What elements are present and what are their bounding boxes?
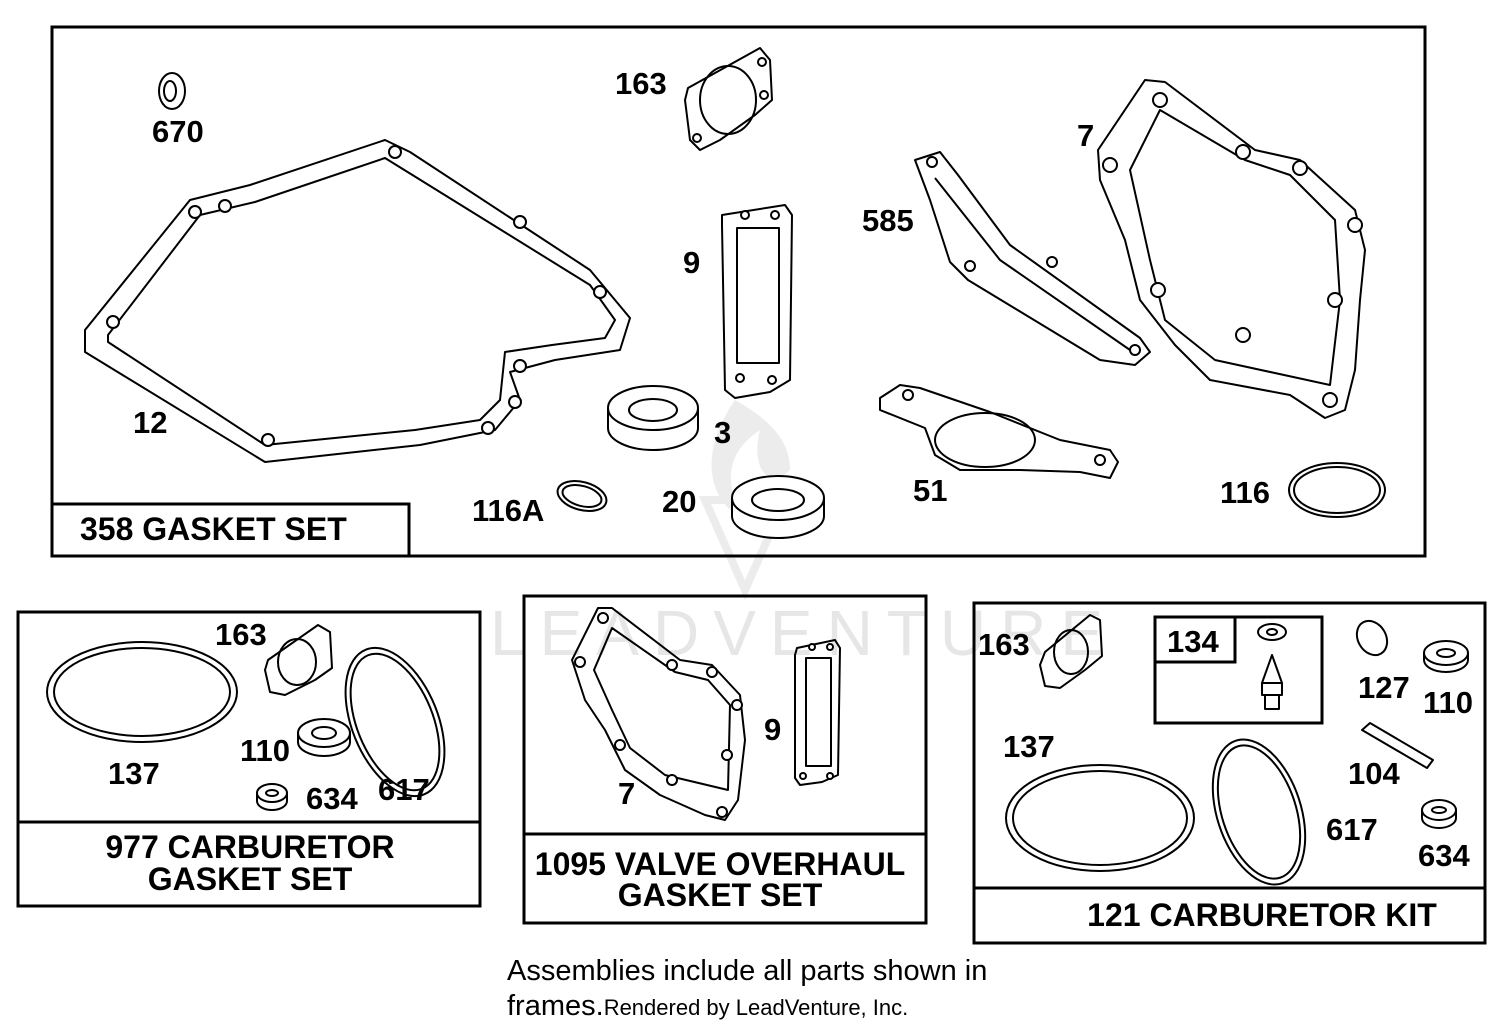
- label-116A: 116A: [472, 493, 544, 528]
- valve-overhaul-frame: 1095 VALVE OVERHAUL GASKET SET: [522, 594, 928, 925]
- part-617-ring: [344, 646, 446, 798]
- carb-kit-title: 121 CARBURETOR KIT: [1087, 897, 1437, 933]
- label-k110: 110: [1423, 685, 1473, 720]
- label-c634: 634: [306, 781, 358, 816]
- label-v9: 9: [764, 712, 781, 747]
- label-3: 3: [714, 415, 731, 450]
- note-line1: Assemblies include all parts shown in: [507, 955, 988, 987]
- part-585-intake-gasket: [914, 151, 1151, 366]
- part-137-ring: [46, 641, 238, 743]
- part-110-kit-washer: [1423, 640, 1469, 673]
- carb-gasket-set-title-line2: GASKET SET: [148, 861, 353, 897]
- label-c110: 110: [240, 733, 290, 768]
- carb-gasket-set-title-line1: 977 CARBURETOR: [105, 829, 394, 865]
- carb-kit-sub-box-label: 134: [1167, 624, 1219, 659]
- part-20-oil-seal: [731, 475, 825, 539]
- part-9-breather-gasket: [721, 204, 793, 399]
- rendered-by-credit: Rendered by LeadVenture, Inc.: [603, 995, 909, 1020]
- part-7-head-gasket-small: [571, 607, 746, 821]
- part-116A-o-ring: [556, 480, 608, 512]
- carb-kit-frame: 121 CARBURETOR KIT 134: [972, 601, 1487, 945]
- part-9-breather-gasket-small: [794, 639, 841, 786]
- label-k617: 617: [1326, 812, 1378, 847]
- part-670-washer: [158, 72, 186, 110]
- part-51-exhaust-gasket: [879, 384, 1119, 479]
- label-670: 670: [152, 114, 204, 149]
- label-c163: 163: [215, 617, 267, 652]
- label-v7: 7: [618, 776, 635, 811]
- label-c137: 137: [108, 756, 160, 791]
- label-k163: 163: [978, 627, 1030, 662]
- label-k104: 104: [1348, 756, 1400, 791]
- valve-overhaul-title-line1: 1095 VALVE OVERHAUL: [535, 846, 905, 882]
- part-134-needle-valve: [1257, 623, 1287, 710]
- part-104-pin: [1361, 722, 1434, 769]
- note-line2: frames.: [507, 990, 604, 1022]
- part-163-kit-gasket: [1039, 614, 1103, 689]
- part-163-carb-gasket: [264, 624, 333, 696]
- gasket-set-frame: 358 GASKET SET: [50, 25, 1427, 558]
- part-3-oil-seal: [607, 385, 699, 451]
- part-7-head-gasket: [1097, 79, 1366, 419]
- label-k137: 137: [1003, 729, 1055, 764]
- part-634-washer: [256, 783, 288, 811]
- label-k127: 127: [1358, 670, 1410, 705]
- label-163: 163: [615, 66, 667, 101]
- label-c617: 617: [378, 772, 430, 807]
- label-7: 7: [1077, 118, 1094, 153]
- label-585: 585: [862, 203, 914, 238]
- label-12: 12: [133, 405, 167, 440]
- valve-overhaul-title-line2: GASKET SET: [618, 877, 823, 913]
- label-51: 51: [913, 473, 947, 508]
- label-20: 20: [662, 484, 696, 519]
- part-137-kit-ring: [1005, 764, 1195, 872]
- part-12-crankcase-gasket: [84, 139, 631, 463]
- watermark-text: LEADVENTURE: [490, 597, 1117, 669]
- label-116: 116: [1220, 475, 1270, 510]
- label-9: 9: [683, 245, 700, 280]
- part-163-gasket: [684, 47, 773, 151]
- part-116-o-ring: [1288, 462, 1386, 518]
- part-110-washer: [297, 718, 351, 757]
- carb-gasket-set-frame: 977 CARBURETOR GASKET SET: [16, 610, 482, 908]
- label-k634: 634: [1418, 838, 1470, 873]
- part-617-kit-ring: [1211, 738, 1307, 886]
- part-127-plug: [1355, 619, 1389, 657]
- assemblies-note: Assemblies include all parts shown in fr…: [507, 954, 987, 1025]
- gasket-set-title: 358 GASKET SET: [80, 511, 347, 547]
- part-634-kit-washer: [1421, 799, 1457, 829]
